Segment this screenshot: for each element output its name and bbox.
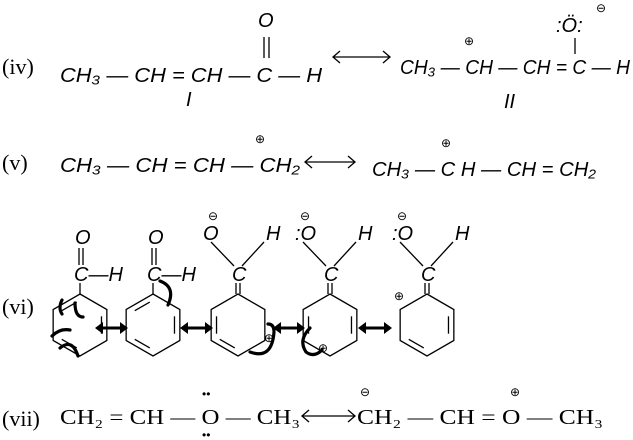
aldehyde-group: C—H: [74, 264, 123, 286]
label-vii: (vii): [2, 406, 40, 431]
benzene-ring: [210, 293, 266, 357]
iv-left-oxygen: O: [258, 10, 274, 32]
v-right-formula: CH₃ — C H — CH = CH₂: [372, 159, 596, 181]
oxygen-atom: :O: [392, 223, 413, 245]
iv-left-formula: CH₃ — CH = CH — C — H: [60, 65, 323, 87]
oxygen-atom: O: [148, 227, 164, 249]
carbonyl-group: C :O⊖ H ⊕: [295, 209, 373, 355]
vii-left-formula: CH₂ = CH — O — CH₃: [60, 405, 300, 429]
lone-pair: ••: [202, 387, 210, 401]
vii-right-formula: CH₂ — CH = O — CH₃: [357, 405, 603, 429]
carbon-atom: C: [324, 264, 339, 286]
plus-charge: ⊕: [264, 331, 274, 345]
plus-charge: ⊕: [441, 136, 451, 150]
double-bond: [134, 301, 151, 312]
resonance-arrow: [95, 322, 128, 334]
minus-charge: ⊖: [397, 209, 407, 223]
iv-right-formula: CH₃ — CH — CH = C — H: [400, 57, 631, 79]
iv-right-oxygen: :Ö:: [556, 15, 583, 37]
minus-charge: ⊖: [360, 385, 370, 399]
label-vi: (vi): [2, 294, 34, 319]
electron-flow-arrows: [50, 279, 324, 358]
resonance-arrow: [301, 409, 356, 423]
carbon-atom: C: [421, 264, 436, 286]
plus-charge: ⊕: [510, 385, 520, 399]
resonance-arrow: [180, 322, 213, 334]
plus-charge: ⊕: [255, 132, 265, 146]
hydrogen-atom: H: [358, 223, 373, 245]
minus-charge: ⊖: [208, 209, 218, 223]
plus-charge: ⊕: [464, 34, 474, 48]
hydrogen-atom: H: [455, 223, 470, 245]
structure-label-ii: II: [504, 91, 516, 113]
double-bond: [408, 338, 425, 349]
carbonyl-group: CO⊖ H ⊕: [203, 209, 281, 345]
oxygen-atom: O: [203, 223, 219, 245]
carbonyl-group: C :O⊖ H ⊕: [392, 209, 470, 303]
oxygen-atom: O: [75, 227, 91, 249]
hydrogen-atom: H: [266, 223, 281, 245]
resonance-arrow: [332, 50, 391, 64]
structure-label-i: I: [186, 89, 192, 111]
aldehyde-group: C—H: [147, 264, 196, 286]
benzene-ring: [302, 293, 358, 357]
plus-charge: ⊕: [318, 341, 328, 355]
resonance-arrow: [304, 155, 356, 169]
carbon-atom: C: [232, 264, 247, 286]
resonance-arrow: [273, 322, 305, 334]
label-v: (v): [2, 150, 28, 175]
double-bond: [219, 338, 236, 349]
resonance-arrow: [358, 322, 392, 334]
oxygen-atom: :O: [295, 223, 316, 245]
plus-charge: ⊕: [394, 289, 404, 303]
double-bond: [134, 338, 151, 349]
minus-charge: ⊖: [596, 1, 606, 15]
minus-charge: ⊖: [300, 209, 310, 223]
v-left-formula: CH₃ — CH = CH — CH₂: [60, 155, 300, 177]
label-iv: (iv): [2, 54, 34, 79]
lone-pair: ••: [202, 428, 210, 440]
benzene-ring: [125, 293, 181, 357]
benzene-ring: [399, 293, 455, 357]
